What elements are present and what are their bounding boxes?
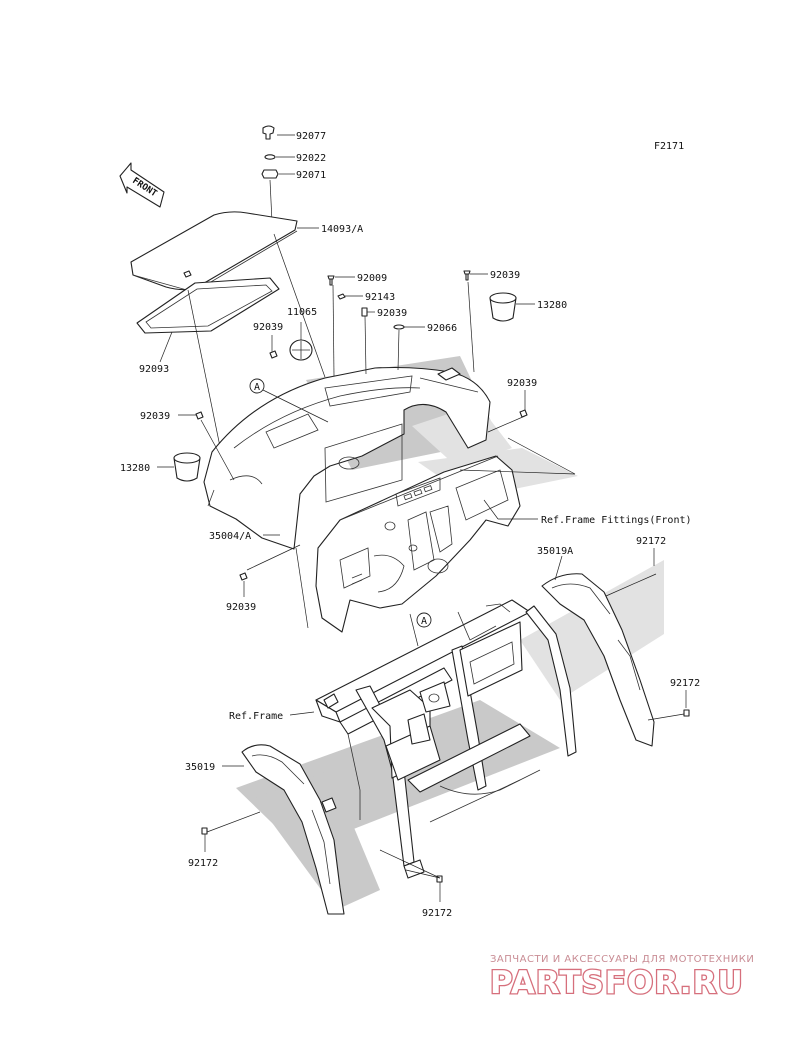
lid-seal	[136, 277, 280, 363]
cup-holder-right	[489, 292, 535, 322]
label-92077: 92077	[296, 131, 326, 142]
nut-92071	[261, 169, 279, 179]
latch-92077	[262, 125, 275, 140]
label-92172-bottom: 92172	[422, 908, 452, 919]
callout-a-lower: A	[409, 612, 432, 647]
leader-lines-upper	[178, 273, 526, 597]
label-11065: 11065	[287, 307, 317, 318]
label-92143: 92143	[365, 292, 395, 303]
frame	[289, 599, 577, 879]
label-92009: 92009	[357, 273, 387, 284]
fender-left	[204, 744, 441, 915]
fender-right	[541, 548, 687, 747]
watermark-tagline: ЗАПЧАСТИ И АКСЕССУАРЫ ДЛЯ МОТОТЕХНИКИ	[490, 954, 754, 965]
label-92039-top: 92039	[377, 308, 407, 319]
watermark: ЗАПЧАСТИ И АКСЕССУАРЫ ДЛЯ МОТОТЕХНИКИ PA…	[489, 954, 754, 1002]
ref-fittings-leaders	[295, 437, 576, 629]
storage-lid	[130, 211, 319, 296]
fasteners	[195, 270, 690, 883]
label-13280-right: 13280	[537, 300, 567, 311]
label-92172-right: 92172	[670, 678, 700, 689]
label-92039-left-2: 92039	[140, 411, 170, 422]
label-92066: 92066	[427, 323, 457, 334]
upper-dash-panel	[203, 366, 491, 550]
watermark-brand: PARTSFOR.RU	[490, 965, 744, 1001]
callout-a-upper-letter: A	[254, 382, 260, 393]
label-92039-left-1: 92039	[253, 322, 283, 333]
label-92039-bottom: 92039	[226, 602, 256, 613]
label-14093a: 14093/A	[321, 224, 363, 235]
cup-holder-left	[157, 452, 201, 482]
label-92093: 92093	[139, 364, 169, 375]
label-92022: 92022	[296, 153, 326, 164]
label-ref-frame-fittings: Ref.Frame Fittings(Front)	[541, 515, 692, 526]
label-35019a: 35019A	[537, 546, 573, 557]
lower-dash-panel	[315, 455, 521, 633]
washer-92022	[264, 154, 276, 160]
label-35004a: 35004/A	[209, 531, 251, 542]
label-ref-frame: Ref.Frame	[229, 711, 283, 722]
front-arrow: FRONT	[119, 162, 165, 208]
label-92172-top-right: 92172	[636, 536, 666, 547]
label-13280-left: 13280	[120, 463, 150, 474]
label-92039-right-2: 92039	[507, 378, 537, 389]
cap-11065	[289, 322, 313, 361]
lid-lock-hardware	[261, 125, 295, 223]
callout-a-upper: A	[249, 378, 329, 423]
figure-code: F2171	[654, 141, 684, 152]
part-labels: 92077 92022 92071 14093/A 92093 92009 92…	[120, 131, 700, 919]
label-35019: 35019	[185, 762, 215, 773]
label-92172-bottom-left: 92172	[188, 858, 218, 869]
label-92039-top-right: 92039	[490, 270, 520, 281]
label-92071: 92071	[296, 170, 326, 181]
callout-a-lower-letter: A	[421, 616, 427, 627]
